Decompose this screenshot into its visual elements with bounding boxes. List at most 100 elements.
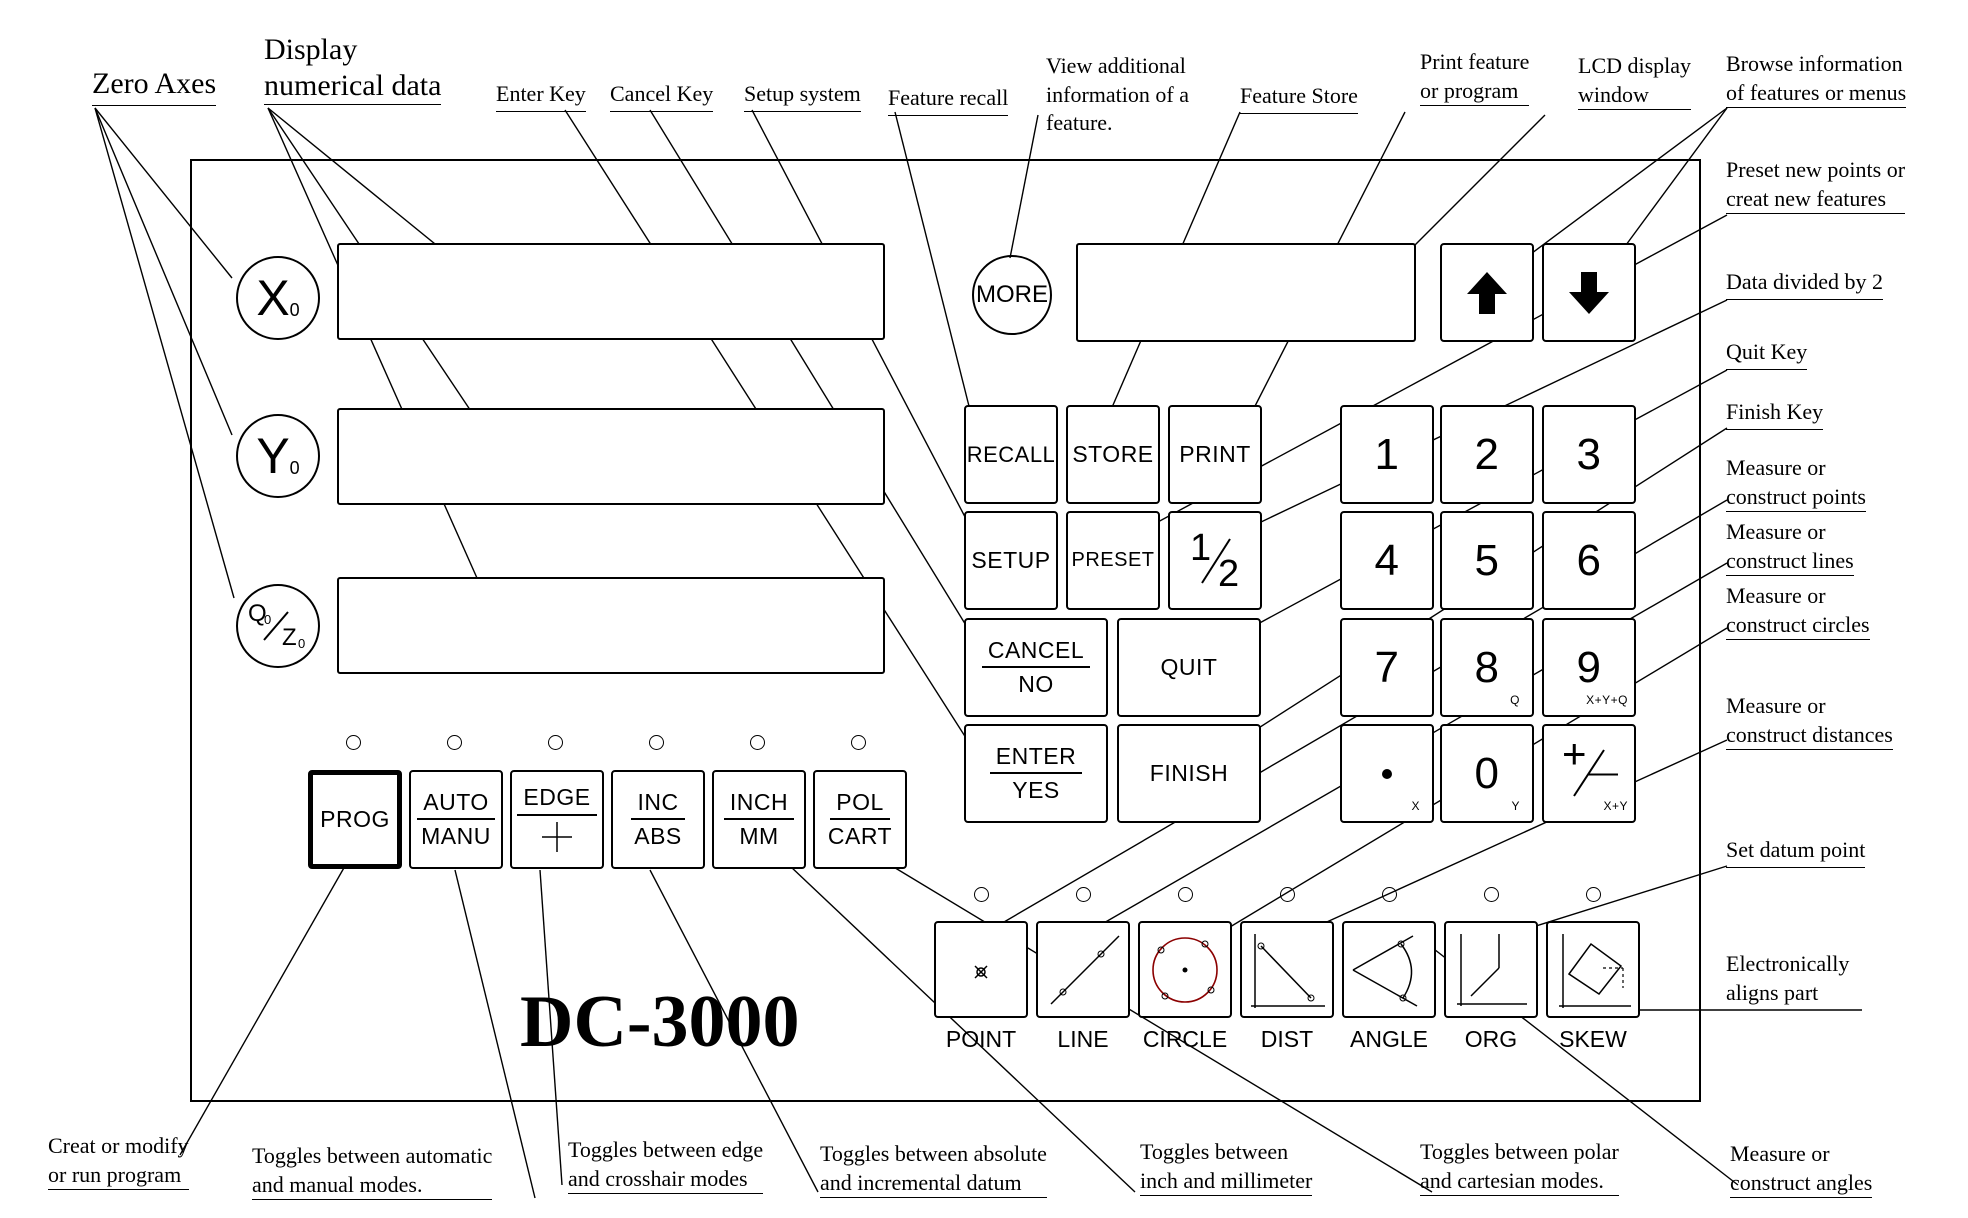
more-label: MORE: [976, 281, 1048, 308]
zero-z-sub: 0: [298, 636, 306, 651]
annotation-print-line2: or program: [1420, 77, 1530, 107]
minus-label: —: [1588, 756, 1619, 789]
quit-label: QUIT: [1160, 654, 1218, 680]
annotation-inc: Toggles between absolute and incremental…: [820, 1140, 1047, 1199]
leader-pol: [891, 865, 1433, 1193]
angle-button[interactable]: [1342, 921, 1436, 1018]
annotation-divided: Data divided by 2: [1726, 268, 1884, 300]
finish-label: FINISH: [1149, 760, 1229, 786]
crosshair-icon: [542, 821, 572, 852]
numpad-key-dot[interactable]: X: [1340, 724, 1434, 823]
annotation-display: Display numerical data: [264, 32, 442, 105]
enter-yes-button[interactable]: ENTER YES: [964, 724, 1108, 823]
zero-x-sub: 0: [289, 299, 300, 320]
line-button[interactable]: [1036, 921, 1130, 1018]
annotation-edge-line2: and crosshair modes: [568, 1165, 764, 1195]
cancel-label: CANCEL: [981, 637, 1091, 668]
annotation-points-line1: Measure or: [1726, 455, 1826, 480]
org-button[interactable]: [1444, 921, 1538, 1018]
digit-label: 3: [1576, 429, 1602, 479]
leader-dist: [1306, 739, 1728, 932]
annotation-lines-line1: Measure or: [1726, 519, 1826, 544]
pol-led: [851, 735, 866, 750]
edge-led: [548, 735, 563, 750]
annotation-skew: Electronically aligns part: [1726, 950, 1849, 1007]
numpad-sub-label: Q: [1510, 693, 1520, 707]
annotation-browse-line2: of features or menus: [1726, 79, 1907, 109]
numpad-key-9[interactable]: 9 X+Y+Q: [1542, 618, 1636, 717]
annotation-preset-line1: Preset new points or: [1726, 157, 1906, 182]
leader-display-q: [267, 107, 498, 624]
line-caption: LINE: [1057, 1026, 1109, 1052]
half-button[interactable]: 1 2: [1168, 511, 1262, 610]
prog-button[interactable]: PROG: [308, 770, 402, 869]
zero-y-sub: 0: [289, 457, 300, 478]
finish-button[interactable]: FINISH: [1117, 724, 1261, 823]
annotation-auto-line2: and manual modes.: [252, 1171, 493, 1201]
numpad-key-6[interactable]: 6: [1542, 511, 1636, 610]
digit-label: 4: [1374, 535, 1400, 585]
browse-down-button[interactable]: [1542, 243, 1636, 342]
edge-label: EDGE: [517, 785, 597, 816]
numpad-key-7[interactable]: 7: [1340, 618, 1434, 717]
annotation-lcd: LCD display window: [1578, 52, 1692, 111]
annotation-print-line1: Print feature: [1420, 49, 1530, 74]
skew-button[interactable]: [1546, 921, 1640, 1018]
zero-qz-button[interactable]: Q 0 Z 0: [236, 584, 320, 668]
numpad-key-0[interactable]: 0 Y: [1440, 724, 1534, 823]
numpad-key-5[interactable]: 5: [1440, 511, 1534, 610]
dist-button[interactable]: [1240, 921, 1334, 1018]
model-name: DC-3000: [520, 981, 800, 1063]
circle-button[interactable]: [1138, 921, 1232, 1018]
numpad-key-1[interactable]: 1: [1340, 405, 1434, 504]
leader-prog: [179, 865, 346, 1156]
annotation-angle: Measure or construct angles: [1730, 1140, 1873, 1199]
numpad-sub-label: Y: [1511, 799, 1520, 813]
annotation-lines-line2: construct lines: [1726, 547, 1854, 577]
numpad-key-2[interactable]: 2: [1440, 405, 1534, 504]
line-icon: [1050, 934, 1120, 1005]
auto-manu-button[interactable]: AUTO MANU: [409, 770, 503, 869]
point-button[interactable]: [934, 921, 1028, 1018]
inc-abs-button[interactable]: INC ABS: [611, 770, 705, 869]
cancel-no-button[interactable]: CANCEL NO: [964, 618, 1108, 717]
annotation-inc-line2: and incremental datum: [820, 1169, 1047, 1199]
numpad-key-plus-minus[interactable]: + — X+Y: [1542, 724, 1636, 823]
more-button[interactable]: MORE: [972, 255, 1052, 335]
dot-icon: [1382, 768, 1392, 779]
manu-label: MANU: [421, 823, 491, 849]
half-denominator: 2: [1218, 553, 1240, 595]
annotation-cancel-key: Cancel Key: [610, 80, 714, 112]
annotation-quit-key: Quit Key: [1726, 338, 1808, 370]
inch-mm-button[interactable]: INCH MM: [712, 770, 806, 869]
zero-z-label: Z: [282, 624, 297, 651]
numpad-key-4[interactable]: 4: [1340, 511, 1434, 610]
circle-icon: [1152, 936, 1218, 1003]
numpad-key-3[interactable]: 3: [1542, 405, 1636, 504]
fraction-slash-icon: [1201, 538, 1231, 584]
zero-q-label: Q: [248, 600, 267, 627]
annotation-preset: Preset new points or creat new features: [1726, 156, 1906, 215]
org-caption: ORG: [1464, 1026, 1518, 1052]
store-button[interactable]: STORE: [1066, 405, 1160, 504]
setup-button[interactable]: SETUP: [964, 511, 1058, 610]
auto-led: [447, 735, 462, 750]
fraction-slash-icon: [1573, 749, 1605, 797]
annotation-feature-store: Feature Store: [1240, 82, 1358, 114]
browse-up-button[interactable]: [1440, 243, 1534, 342]
print-button[interactable]: PRINT: [1168, 405, 1262, 504]
skew-icon: [1559, 933, 1631, 1008]
numpad-key-8[interactable]: 8 Q: [1440, 618, 1534, 717]
quit-button[interactable]: QUIT: [1117, 618, 1261, 717]
inc-led: [649, 735, 664, 750]
recall-button[interactable]: RECALL: [964, 405, 1058, 504]
preset-button[interactable]: PRESET: [1066, 511, 1160, 610]
annotation-display-line1: Display: [264, 33, 358, 66]
point-caption: POINT: [945, 1026, 1017, 1052]
annotation-pol: Toggles between polar and cartesian mode…: [1420, 1138, 1619, 1197]
pol-cart-button[interactable]: POL CART: [813, 770, 907, 869]
annotation-lcd-line1: LCD display: [1578, 53, 1692, 78]
edge-crosshair-button[interactable]: EDGE: [510, 770, 604, 869]
